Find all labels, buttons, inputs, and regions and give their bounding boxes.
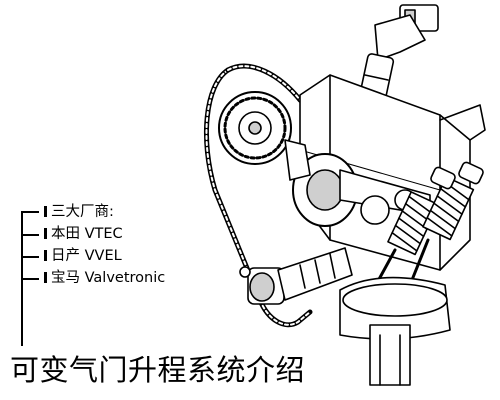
legend-heading: 三大厂商: [44, 203, 114, 221]
camshaft-sprocket [218, 91, 292, 165]
legend-bracket-tick [21, 234, 39, 236]
legend-item-bmw-text: 宝马 Valvetronic [51, 270, 166, 286]
page-title: 可变气门升程系统介绍 [10, 353, 306, 387]
piston [339, 276, 451, 386]
legend-marker [44, 272, 47, 283]
legend-bracket-tick [21, 256, 39, 258]
legend-item-honda-text: 本田 VTEC [51, 226, 123, 242]
legend-item-honda: 本田 VTEC [44, 225, 123, 243]
manufacturer-legend: 三大厂商: 本田 VTEC 日产 VVEL 宝马 Valvetronic [14, 203, 214, 363]
legend-item-bmw: 宝马 Valvetronic [44, 269, 165, 287]
legend-bracket-tick [21, 211, 39, 213]
legend-bracket-tick [21, 278, 39, 280]
legend-heading-text: 三大厂商: [51, 204, 114, 220]
timing-chain [204, 63, 343, 328]
legend-marker [44, 228, 47, 239]
legend-item-nissan-text: 日产 VVEL [51, 248, 122, 264]
legend-marker [44, 250, 47, 261]
legend-item-nissan: 日产 VVEL [44, 247, 122, 265]
control-actuator [239, 247, 353, 305]
legend-marker [44, 206, 47, 217]
valve-springs [387, 161, 484, 256]
